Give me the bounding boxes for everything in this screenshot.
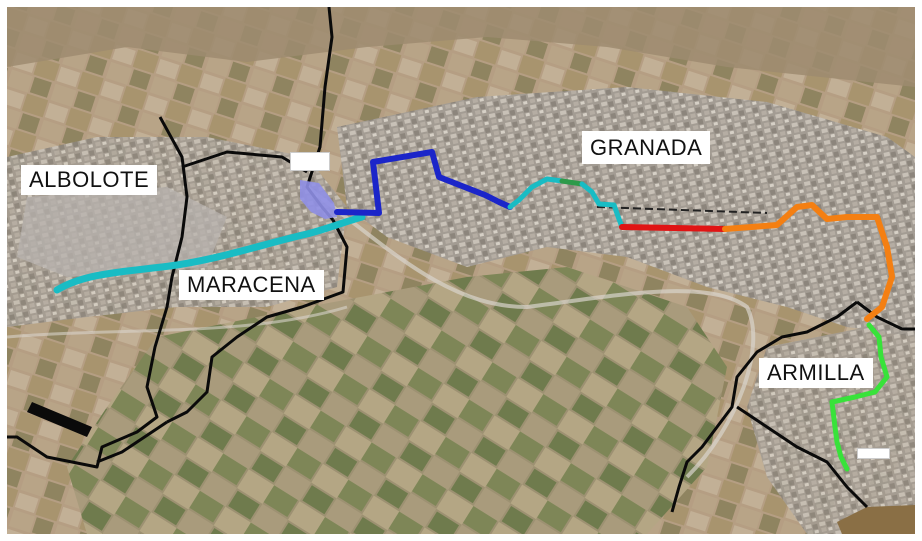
boundary-wedge (27, 402, 92, 437)
boundary-albolote-maracena-west (7, 116, 189, 469)
label-armilla: ARMILLA (759, 358, 873, 388)
map-canvas (7, 7, 915, 534)
urban-granada (337, 87, 915, 337)
segment-center-green[interactable] (559, 178, 585, 187)
segment-red-tunnel[interactable] (619, 224, 728, 232)
boundary-armilla-west (670, 300, 858, 513)
brown-patch (837, 505, 915, 534)
road-west (7, 305, 348, 339)
boundary-armilla-south (736, 405, 869, 509)
boundary-south-west (96, 420, 168, 464)
metro-line (53, 149, 895, 472)
segment-center-cyan[interactable] (507, 176, 565, 210)
south-sign (857, 448, 890, 459)
dashed-track (596, 206, 768, 214)
municipal-boundaries (7, 7, 915, 513)
label-maracena: MARACENA (179, 270, 324, 300)
label-albolote: ALBOLOTE (21, 165, 158, 195)
station-area (300, 180, 337, 219)
northern-hills (7, 7, 915, 87)
segment-orange[interactable] (722, 202, 895, 322)
industrial-area (17, 187, 227, 277)
station-sign (290, 152, 330, 171)
ring-road (305, 185, 756, 479)
segment-center-cyan-2[interactable] (579, 181, 625, 230)
segment-armilla[interactable] (829, 322, 890, 472)
label-granada: GRANADA (582, 131, 711, 164)
vega-farmland (67, 267, 727, 534)
segment-albolote-maracena[interactable] (53, 213, 366, 294)
boundary-armilla-top (856, 300, 915, 331)
aerial-map[interactable]: ALBOLOTE MARACENA GRANADA ARMILLA (7, 7, 915, 534)
segment-granada-north[interactable] (334, 149, 513, 216)
boundary-maracena-east (166, 219, 349, 424)
